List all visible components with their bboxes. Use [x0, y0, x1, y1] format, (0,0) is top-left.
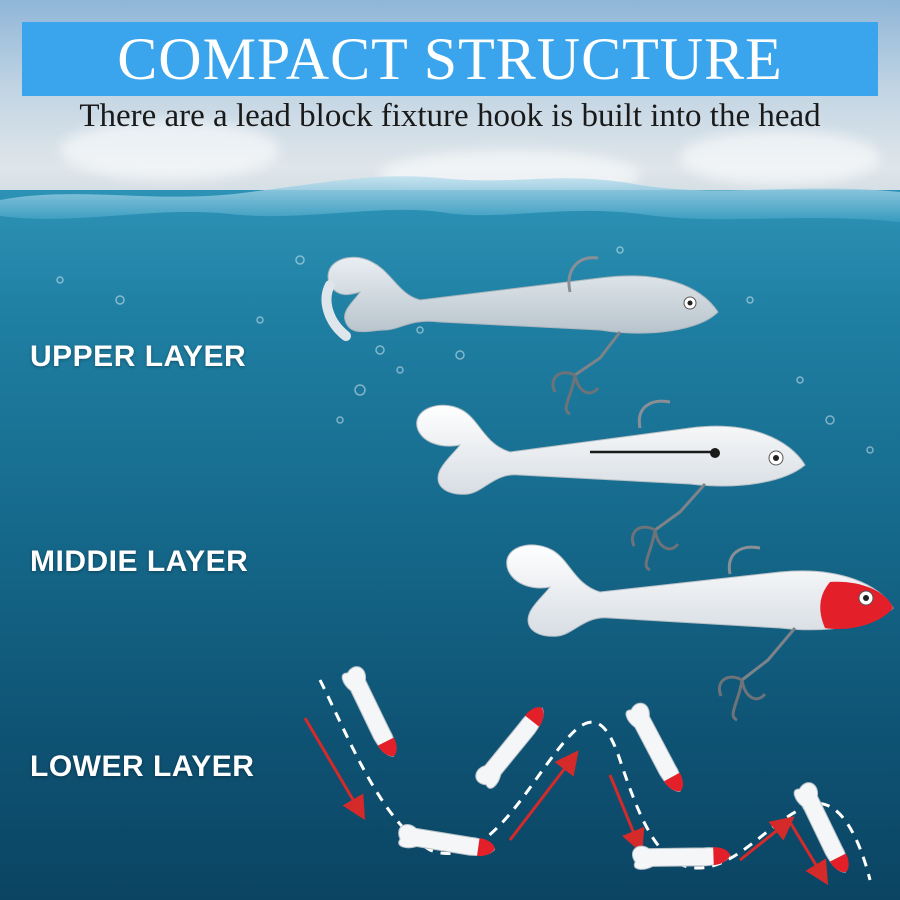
small-lure	[625, 702, 683, 792]
small-lure	[341, 666, 397, 757]
swim-path	[318, 679, 872, 881]
banner-title: COMPACT STRUCTURE	[117, 26, 783, 92]
middle-layer-lure	[416, 399, 806, 572]
direction-arrows	[303, 717, 829, 886]
water-surface	[0, 176, 900, 222]
cloud	[60, 120, 280, 180]
middle-layer-label: MIDDIE LAYER	[30, 545, 249, 578]
upper-layer-label: UPPER LAYER	[30, 340, 247, 373]
subtitle: There are a lead block fixture hook is b…	[79, 98, 821, 134]
bubbles	[56, 246, 874, 454]
small-lure	[398, 824, 496, 857]
upper-layer-lure	[321, 256, 719, 416]
lower-layer-label: LOWER LAYER	[30, 750, 255, 783]
small-lure	[631, 845, 731, 870]
cloud	[680, 130, 880, 185]
lower-layer-lure	[506, 544, 894, 722]
small-lure	[793, 782, 849, 873]
title-banner: COMPACT STRUCTURE	[22, 22, 878, 96]
small-lure	[475, 707, 544, 789]
